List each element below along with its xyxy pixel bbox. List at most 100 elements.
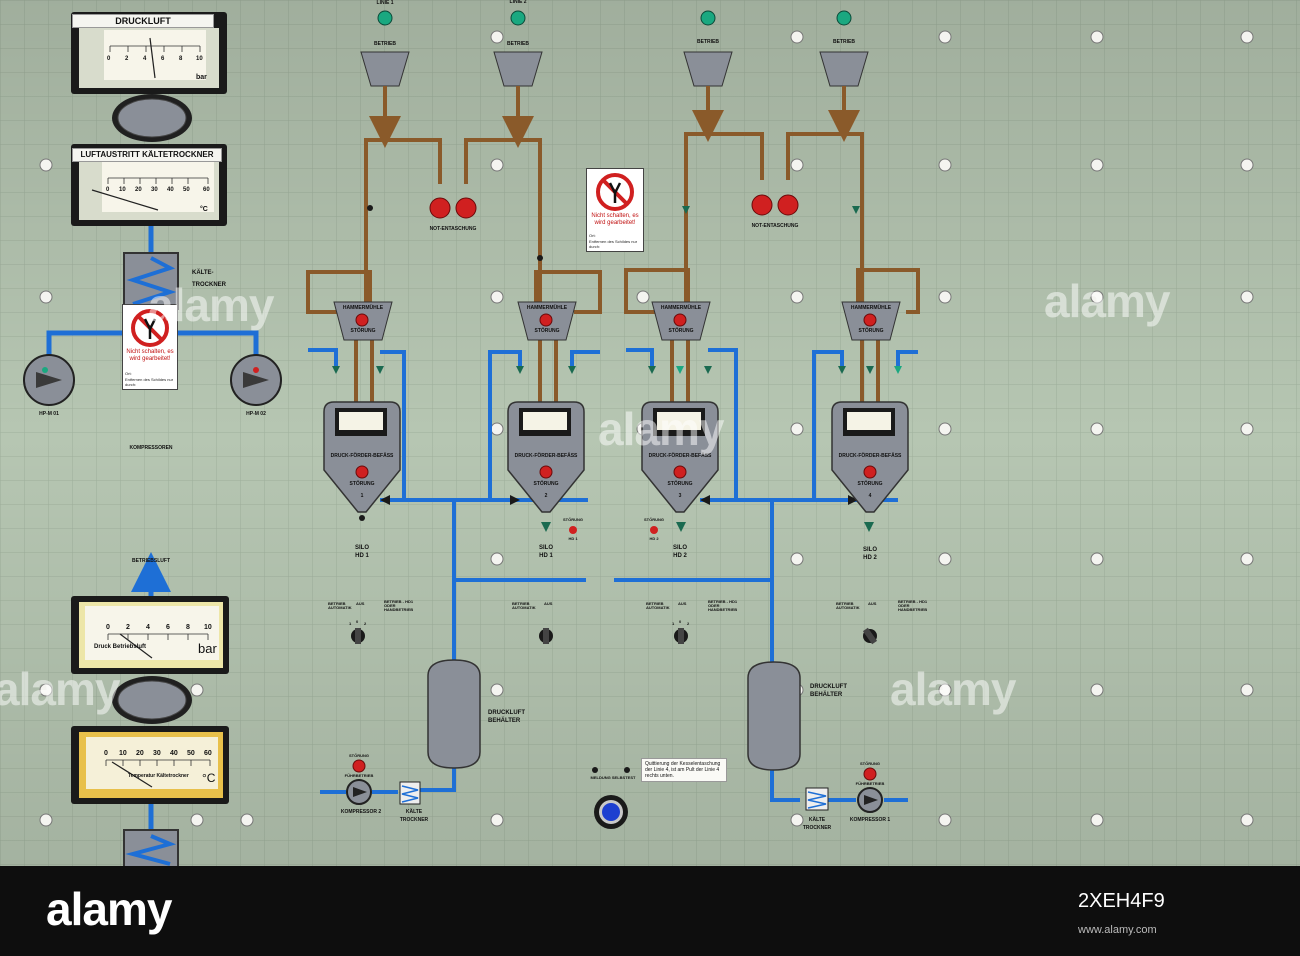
kaeltetrockner-scale-20: 20 (136, 750, 144, 757)
bottom-compressors (346, 759, 883, 813)
silo-label-4b: HD 2 (863, 555, 877, 561)
brown-ash-pipes (306, 86, 920, 406)
sign-text: Nicht schalten, es wird gearbeitet! (591, 213, 639, 226)
switch1-pos-0: 0 (356, 619, 359, 624)
kaeltetrockner-scale-30: 30 (153, 750, 161, 757)
luftaustritt-scale-50: 50 (183, 187, 190, 193)
silo-label-2a: SILO (538, 545, 554, 551)
switch1-aus: AUS (356, 601, 365, 606)
switch1-betrieb-automatik: BETRIEB AUTOMATIK (328, 601, 352, 610)
control-panel: DRUCKLUFT bar 0 2 4 6 8 10 LUFTAUSTRITT … (0, 0, 1300, 866)
watermark-5: alamy (890, 663, 1016, 715)
silo-label-3a: SILO (672, 545, 688, 551)
tank2-label-a: DRUCKLUFT (810, 684, 847, 690)
panel-diagram (0, 0, 1300, 866)
k1-stoerung: STÖRUNG (860, 761, 880, 766)
silo-label-2b: HD 1 (539, 553, 553, 559)
pressure-vessels (323, 401, 909, 534)
watermark-4: alamy (0, 663, 120, 715)
kaelte-label-2: KÄLTE (405, 809, 423, 815)
betriebsluft-scale-10: 10 (204, 624, 212, 631)
luftaustritt-scale-20: 20 (135, 187, 142, 193)
kompressor1-label: KOMPRESSOR 1 (849, 817, 891, 823)
switch1-pos-2: 2 (364, 621, 367, 626)
druckluft-scale-2: 2 (125, 56, 129, 62)
vessel-stoerung-3: STÖRUNG (667, 481, 693, 487)
mill-stoerung-1: STÖRUNG (350, 328, 376, 334)
luftaustritt-unit: °C (200, 206, 208, 213)
kaelte-label: KÄLTE- (192, 270, 214, 276)
switch3-pos-0: 0 (679, 619, 682, 624)
switch3-pos-1: 1 (672, 621, 675, 626)
betriebsluft-label: BETRIEBSLUFT (131, 558, 171, 564)
stoerung-tag-1a: STÖRUNG (563, 517, 583, 522)
switch2-betrieb-automatik: BETRIEB AUTOMATIK (512, 601, 536, 610)
kaeltetrockner-scale-60: 60 (204, 750, 212, 757)
mill-stoerung-2: STÖRUNG (534, 328, 560, 334)
vessel-stoerung-4: STÖRUNG (857, 481, 883, 487)
hammermuehle-label-1: HAMMERMÜHLE (342, 305, 384, 311)
selector-switches (351, 627, 878, 645)
vessel-number-1: 1 (360, 493, 364, 499)
sign-sub: Entfernen des Schildes nur durch: (125, 377, 174, 387)
druckluft-scale-8: 8 (179, 56, 183, 62)
betriebsluft-scale-2: 2 (126, 624, 130, 631)
sign-ort: Ort: (589, 233, 596, 238)
watermark-3: alamy (1044, 275, 1170, 327)
tank1-label-a: DRUCKLUFT (488, 710, 525, 716)
luftaustritt-scale-30: 30 (151, 187, 158, 193)
hammermuehle-label-3: HAMMERMÜHLE (660, 305, 702, 311)
luftaustritt-scale-10: 10 (119, 187, 126, 193)
tank2-label-b: BEHÄLTER (810, 692, 843, 698)
druckluft-unit: bar (196, 74, 207, 81)
vessel-number-2: 2 (544, 493, 548, 499)
gauge-scales (105, 45, 211, 766)
hpm02-label: HP-M 02 (246, 411, 266, 417)
stoerung-tag-2a: STÖRUNG (644, 517, 664, 522)
kaeltetrockner-scale-40: 40 (170, 750, 178, 757)
hpm01-label: HP-M 01 (39, 411, 59, 417)
druckluft-gauge-title: DRUCKLUFT (72, 14, 214, 28)
air-tanks (427, 659, 801, 771)
k2-fuehrbetrieb: FÜHRBETRIEB (344, 773, 374, 778)
switch2-aus: AUS (544, 601, 553, 606)
mill-stoerung-3: STÖRUNG (668, 328, 694, 334)
emergency-lamps (429, 194, 799, 219)
druckluft-scale-4: 4 (143, 56, 147, 62)
k1-fuehrbetrieb: FÜHRBETRIEB (855, 781, 885, 786)
druckluft-scale-10: 10 (196, 56, 203, 62)
betrieb-label-4: BETRIEB (833, 39, 855, 45)
watermark-2: alamy (598, 403, 724, 455)
not-entaschung-label-2: NOT-ENTASCHUNG (751, 223, 799, 229)
warning-sign-center: Nicht schalten, es wird gearbeitet! Ort:… (586, 168, 644, 252)
stock-footer: alamy 2XEH4F9 www.alamy.com (0, 866, 1300, 956)
switch1-pos-1: 1 (349, 621, 352, 626)
kaeltetrockner-caption: Temperatur Kältetrockner (128, 773, 189, 779)
sign-sub: Entfernen des Schildes nur durch: (589, 239, 638, 249)
mill-stoerung-4: STÖRUNG (858, 328, 884, 334)
silo-label-1a: SILO (354, 545, 370, 551)
betriebsluft-unit: bar (198, 641, 217, 656)
sign-ort: Ort: (125, 371, 132, 376)
line-hoppers (360, 10, 869, 87)
switch3-handbetrieb: BETRIEB - HD1 ODER HANDBETRIEB (708, 599, 738, 612)
betrieb-label-2: BETRIEB (507, 41, 529, 47)
switch4-handbetrieb: BETRIEB - HD1 ODER HANDBETRIEB (898, 599, 928, 612)
kaelte-label-3: KÄLTE (808, 817, 826, 823)
stoerung-tag-2b: HD 2 (649, 536, 659, 541)
tank1-label-b: BEHÄLTER (488, 718, 521, 724)
druckluft-scale-0: 0 (107, 56, 111, 62)
footer-url: www.alamy.com (1078, 924, 1157, 936)
switch4-betrieb-automatik: BETRIEB AUTOMATIK (836, 601, 860, 610)
blue-air-pipes (308, 348, 918, 802)
betriebsluft-caption: Druck Betriebsluft (94, 644, 147, 650)
luftaustritt-gauge-title: LUFTAUSTRITT KÄLTETROCKNER (72, 148, 222, 162)
trockner-label-3: TROCKNER (802, 825, 832, 831)
sign-text: Nicht schalten, es wird gearbeitet! (126, 349, 174, 362)
hammermuehle-label-2: HAMMERMÜHLE (526, 305, 568, 311)
switch4-aus: AUS (868, 601, 877, 606)
watermark-1: alamy (148, 279, 274, 331)
vessel-label-1: DRUCK-FÖRDER-BEFÄSS (330, 453, 394, 459)
hammermuehle-label-4: HAMMERMÜHLE (850, 305, 892, 311)
switch3-betrieb-automatik: BETRIEB AUTOMATIK (646, 601, 670, 610)
